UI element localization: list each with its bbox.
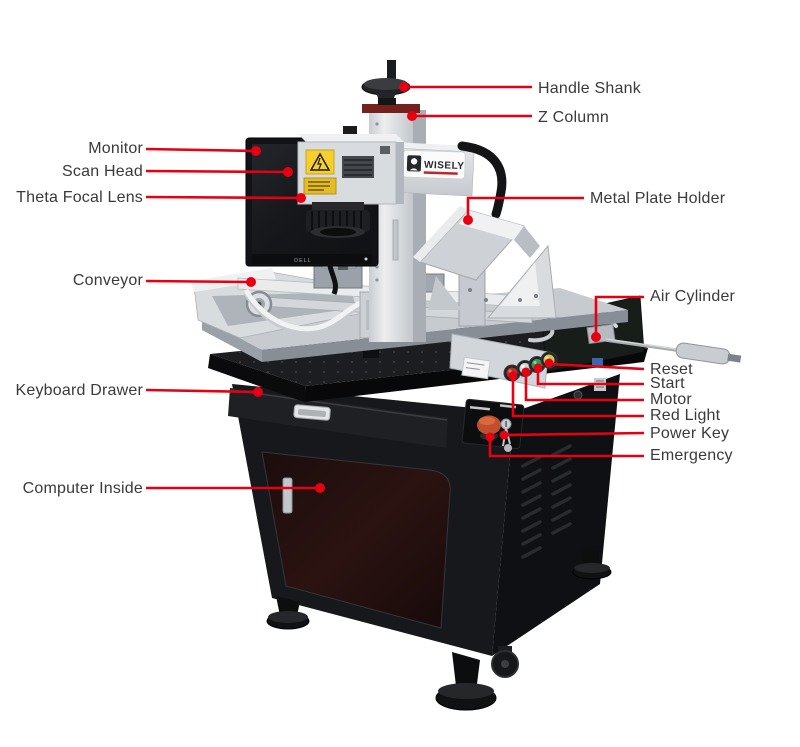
brand-text: WISELY (424, 160, 465, 172)
scan-head-part (297, 126, 404, 205)
label-conveyor: Conveyor (72, 272, 143, 289)
leader-dots (246, 82, 601, 493)
machine-feet (266, 550, 612, 711)
scan-head-vent (342, 156, 374, 178)
column-cap (362, 104, 420, 113)
label-red-light: Red Light (650, 407, 721, 424)
label-z-column: Z Column (538, 109, 609, 126)
theta-focal-lens-part (306, 202, 370, 238)
air-cylinder-part (586, 323, 742, 365)
emergency-stop-group (461, 398, 525, 452)
label-scan-head: Scan Head (62, 163, 143, 180)
caster-wheel (491, 646, 519, 678)
fiber-cable (457, 141, 507, 219)
handle-shank-part (361, 60, 411, 105)
drawer-handle (293, 404, 331, 421)
label-emergency: Emergency (650, 447, 733, 464)
keyboard-drawer-panel (228, 388, 448, 448)
label-air-cylinder: Air Cylinder (650, 288, 736, 305)
label-handle-shank: Handle Shank (538, 80, 641, 97)
door-handle (282, 477, 293, 514)
label-motor: Motor (650, 391, 692, 408)
label-computer-inside: Computer Inside (22, 480, 143, 497)
label-start: Start (650, 375, 685, 392)
monitor-brand-text: DELL (294, 258, 312, 264)
label-theta-focal-lens: Theta Focal Lens (16, 189, 143, 206)
vent-slots (521, 444, 572, 559)
cabinet (208, 320, 648, 711)
cabinet-door (261, 451, 451, 629)
laser-warning-sticker (303, 149, 337, 195)
side-keyhole (573, 390, 583, 400)
label-monitor: Monitor (88, 140, 143, 157)
label-keyboard-drawer: Keyboard Drawer (15, 382, 143, 399)
metal-plate-holder-part (413, 206, 557, 327)
brand-plate: WISELY (402, 149, 466, 180)
blue-sticker (592, 358, 603, 367)
label-metal-plate-holder: Metal Plate Holder (590, 190, 726, 207)
label-power-key: Power Key (650, 425, 730, 442)
label-reset: Reset (650, 361, 693, 378)
leader-lines (145, 85, 645, 490)
emergency-button (477, 415, 501, 440)
